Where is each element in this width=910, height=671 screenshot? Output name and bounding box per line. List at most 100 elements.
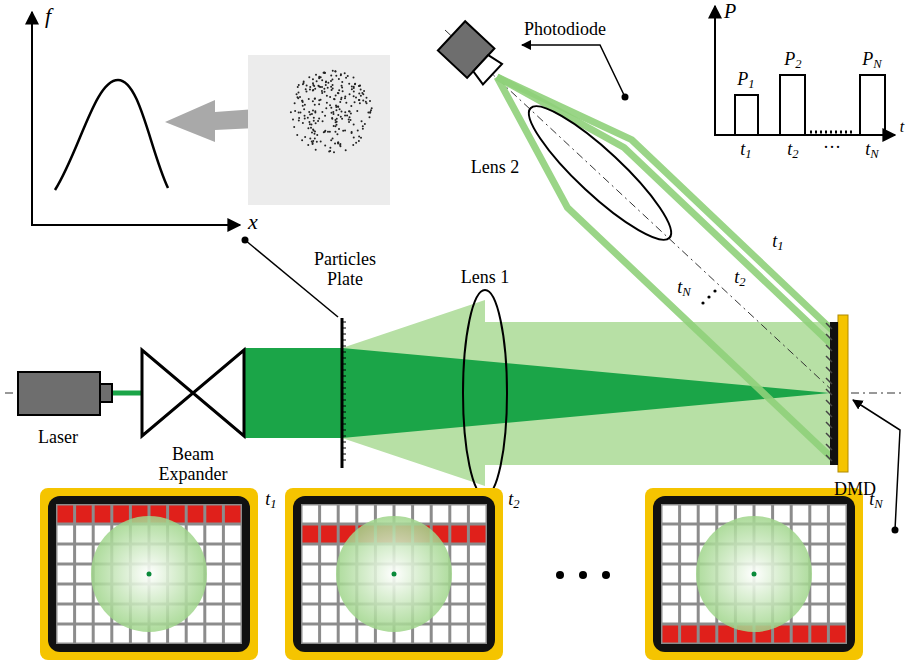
pulse (735, 95, 758, 135)
tick (342, 412, 346, 413)
dot (707, 295, 710, 298)
mirror-cell (358, 506, 374, 523)
tick (342, 418, 346, 419)
particle (314, 98, 316, 100)
particle (358, 140, 360, 142)
mirror (826, 455, 832, 461)
mirror (826, 389, 832, 395)
mirror-cell (206, 606, 222, 623)
mirror (826, 345, 832, 351)
particle (304, 104, 306, 106)
reflected-beam (497, 77, 832, 330)
particle (321, 111, 323, 113)
mirror-cell (188, 506, 204, 523)
particle (359, 102, 361, 104)
mirror-cell (321, 506, 337, 523)
particle (349, 116, 351, 118)
mirror-cell (830, 566, 846, 583)
particle (312, 90, 314, 92)
particle (350, 112, 352, 114)
mirror-cell (830, 526, 846, 543)
beam-expander (142, 350, 244, 436)
particle (360, 137, 362, 139)
particle (307, 127, 309, 129)
particle (311, 113, 313, 115)
particle (329, 147, 331, 149)
f-axis (31, 12, 33, 226)
particle (334, 98, 336, 100)
particle (345, 149, 347, 151)
particle (320, 99, 322, 101)
particle (298, 84, 300, 86)
dot (556, 571, 564, 579)
particle (345, 77, 347, 79)
mirror-cell (303, 566, 319, 583)
photodiode (438, 21, 506, 88)
particle (318, 77, 320, 79)
particle (330, 86, 332, 88)
particle (339, 108, 341, 110)
part-name: Beam Expander (152, 445, 234, 485)
particle (369, 100, 371, 102)
particle (367, 111, 369, 113)
particle (314, 88, 316, 90)
tick (342, 394, 346, 395)
spot-center (392, 572, 397, 577)
dmd-board (838, 315, 848, 472)
particle (334, 143, 336, 145)
particle (323, 131, 325, 133)
mirror-cell (774, 506, 790, 523)
particle (298, 117, 300, 119)
tick (342, 376, 346, 377)
mirror-cell (470, 606, 486, 623)
particle (365, 101, 367, 103)
particle (341, 85, 343, 87)
mirror-cell (451, 566, 467, 583)
mirror (826, 422, 832, 428)
beam-label: t2 (734, 268, 745, 288)
distribution-curve (55, 80, 168, 190)
mirror (826, 356, 832, 362)
particle (308, 76, 310, 78)
particle (329, 96, 331, 98)
particle (324, 115, 326, 117)
particle (341, 111, 343, 113)
particle (321, 79, 323, 81)
mirror-cell (58, 526, 74, 543)
board (40, 488, 258, 660)
part-name: Lens 1 (461, 268, 510, 288)
particle (361, 120, 363, 122)
mirror-cell (225, 566, 241, 583)
particle (336, 124, 338, 126)
mirror-cell (76, 626, 92, 643)
mirror-cell (663, 526, 679, 543)
particle (318, 118, 320, 120)
mirror-cell (340, 626, 356, 643)
laser-beam (112, 391, 142, 396)
tick (342, 400, 346, 401)
particle (355, 142, 357, 144)
particle (331, 118, 333, 120)
particle (348, 110, 350, 112)
particle (314, 133, 316, 135)
particle (369, 112, 371, 114)
beam-spot (696, 516, 812, 632)
mirror-cell (681, 546, 697, 563)
particle (324, 72, 326, 74)
tick (342, 358, 346, 359)
mirror-cell (830, 506, 846, 523)
particle (333, 125, 335, 127)
tick (342, 460, 346, 461)
mirror-cell (303, 526, 319, 543)
particle-image (248, 55, 390, 205)
mirror-cell (433, 506, 449, 523)
dot (713, 289, 716, 292)
particle (314, 97, 316, 99)
mirror-cell (663, 566, 679, 583)
particle (354, 83, 356, 85)
particle (334, 131, 336, 133)
particle (345, 102, 347, 104)
mirror-cell (830, 626, 846, 643)
particle (294, 110, 296, 112)
